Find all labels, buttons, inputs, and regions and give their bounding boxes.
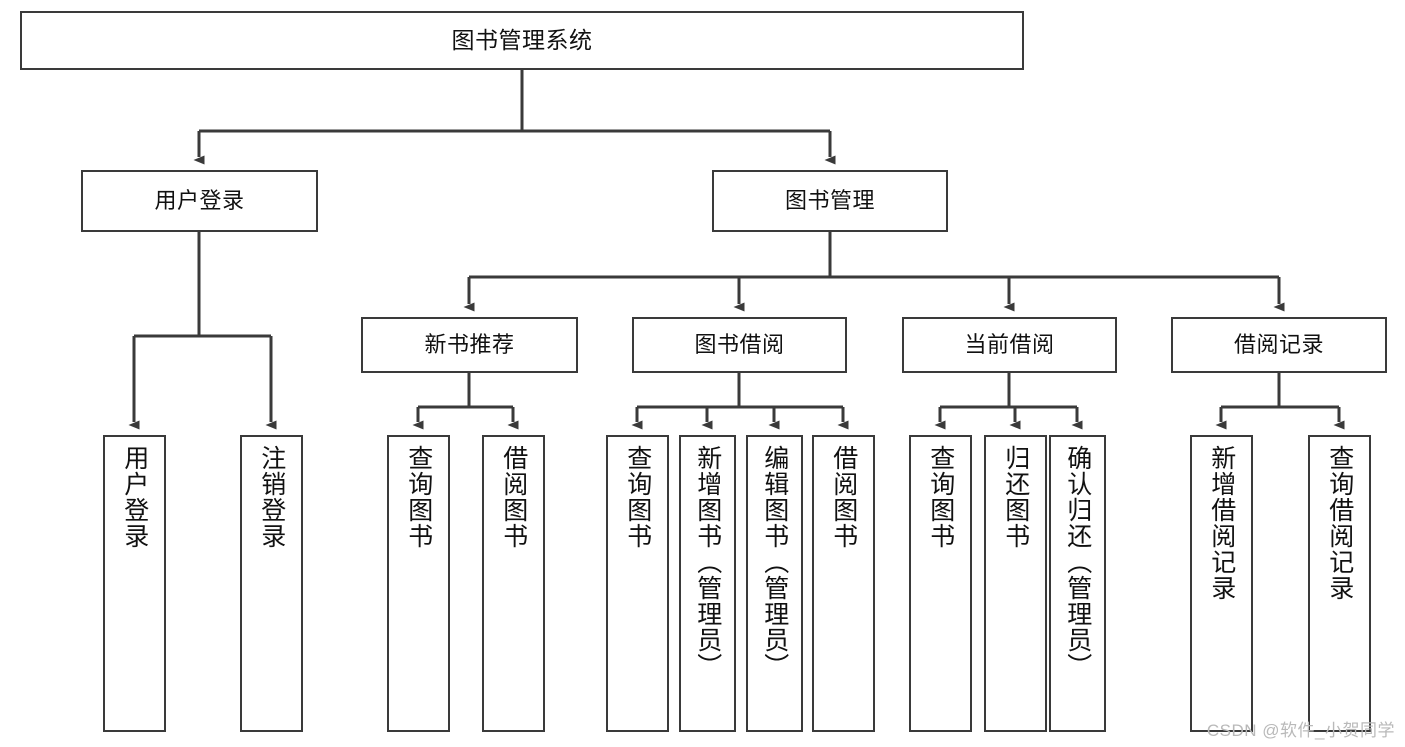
node-leaf-borrow-book-1[interactable]: 借阅图书: [482, 435, 545, 732]
node-new-book-recommend[interactable]: 新书推荐: [361, 317, 578, 373]
node-leaf-user-login[interactable]: 用户登录: [103, 435, 166, 732]
node-leaf-add-record-label: 新增借阅记录: [1207, 445, 1236, 601]
node-current-borrow-label: 当前借阅: [964, 332, 1055, 358]
node-leaf-user-login-label: 用户登录: [120, 445, 149, 549]
node-leaf-confirm-return[interactable]: 确认归还（管理员）: [1049, 435, 1106, 732]
node-leaf-borrow-book-1-label: 借阅图书: [499, 445, 528, 549]
node-leaf-return-book-label: 归还图书: [1001, 445, 1030, 549]
node-leaf-add-record[interactable]: 新增借阅记录: [1190, 435, 1253, 732]
node-leaf-add-book-label: 新增图书（管理员）: [693, 445, 722, 679]
node-leaf-query-book-3-label: 查询图书: [926, 445, 955, 549]
node-leaf-edit-book-label: 编辑图书（管理员）: [760, 445, 789, 679]
node-leaf-logout[interactable]: 注销登录: [240, 435, 303, 732]
node-leaf-borrow-book-2-label: 借阅图书: [829, 445, 858, 549]
node-leaf-query-book-3[interactable]: 查询图书: [909, 435, 972, 732]
node-new-book-recommend-label: 新书推荐: [424, 332, 515, 358]
node-leaf-query-book-1-label: 查询图书: [404, 445, 433, 549]
node-root[interactable]: 图书管理系统: [20, 11, 1024, 70]
node-book-borrow[interactable]: 图书借阅: [632, 317, 847, 373]
node-leaf-query-record[interactable]: 查询借阅记录: [1308, 435, 1371, 732]
node-borrow-record-label: 借阅记录: [1233, 332, 1324, 358]
node-leaf-borrow-book-2[interactable]: 借阅图书: [812, 435, 875, 732]
node-leaf-add-book[interactable]: 新增图书（管理员）: [679, 435, 736, 732]
node-leaf-query-record-label: 查询借阅记录: [1325, 445, 1354, 601]
node-book-borrow-label: 图书借阅: [694, 332, 785, 358]
node-root-label: 图书管理系统: [451, 27, 593, 54]
node-leaf-query-book-1[interactable]: 查询图书: [387, 435, 450, 732]
node-book-manage-label: 图书管理: [784, 188, 875, 214]
node-current-borrow[interactable]: 当前借阅: [902, 317, 1117, 373]
node-user-login[interactable]: 用户登录: [81, 170, 318, 232]
node-leaf-logout-label: 注销登录: [257, 445, 286, 549]
node-leaf-query-book-2[interactable]: 查询图书: [606, 435, 669, 732]
node-book-manage[interactable]: 图书管理: [712, 170, 948, 232]
node-leaf-confirm-return-label: 确认归还（管理员）: [1063, 445, 1092, 679]
node-leaf-query-book-2-label: 查询图书: [623, 445, 652, 549]
node-borrow-record[interactable]: 借阅记录: [1171, 317, 1387, 373]
csdn-watermark: CSDN @软件_小贺同学: [1206, 721, 1395, 740]
node-user-login-label: 用户登录: [154, 188, 245, 214]
node-leaf-edit-book[interactable]: 编辑图书（管理员）: [746, 435, 803, 732]
node-leaf-return-book[interactable]: 归还图书: [984, 435, 1047, 732]
